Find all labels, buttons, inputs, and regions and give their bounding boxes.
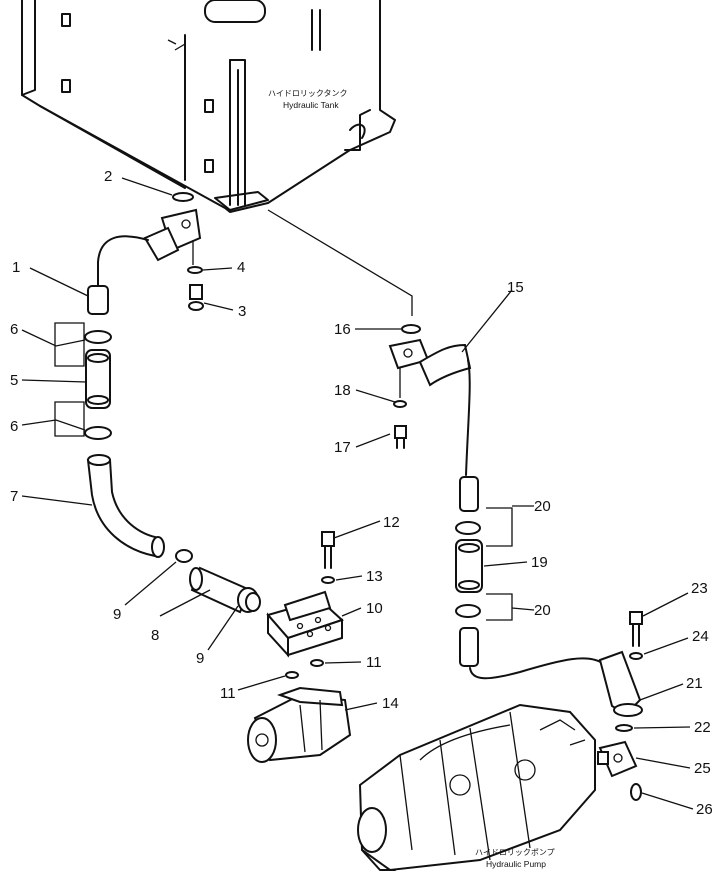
callout-6-top: 6 xyxy=(10,321,18,338)
callout-1: 1 xyxy=(12,259,20,276)
callout-5: 5 xyxy=(10,372,18,389)
callout-4: 4 xyxy=(237,259,245,276)
tank-caption-en: Hydraulic Tank xyxy=(283,100,339,110)
callout-10: 10 xyxy=(366,600,383,617)
callout-20-bottom: 20 xyxy=(534,602,551,619)
pump-caption-jp: ハイドロリックポンプ xyxy=(475,848,555,857)
callout-3: 3 xyxy=(238,303,246,320)
callout-13: 13 xyxy=(366,568,383,585)
leader-lines xyxy=(21,177,694,810)
hydraulic-pump xyxy=(357,703,596,872)
callout-17: 17 xyxy=(334,439,351,456)
callout-12: 12 xyxy=(383,514,400,531)
tank-caption-jp: ハイドロリックタンク xyxy=(268,89,348,98)
callout-9-left: 9 xyxy=(113,606,121,623)
callout-14: 14 xyxy=(382,695,399,712)
callout-15: 15 xyxy=(507,279,524,296)
callout-24: 24 xyxy=(692,628,709,645)
hydraulic-tank xyxy=(21,0,396,213)
suction-line-right xyxy=(267,209,643,801)
suction-line-left xyxy=(84,192,352,763)
callout-19: 19 xyxy=(531,554,548,571)
callout-22: 22 xyxy=(694,719,711,736)
callout-18: 18 xyxy=(334,382,351,399)
callout-25: 25 xyxy=(694,760,711,777)
callout-21: 21 xyxy=(686,675,703,692)
callout-7: 7 xyxy=(10,488,18,505)
callout-8: 8 xyxy=(151,627,159,644)
callout-16: 16 xyxy=(334,321,351,338)
callout-numbers: 2 1 4 3 6 5 6 7 9 8 9 12 13 10 11 11 14 … xyxy=(10,168,713,818)
callout-9-right: 9 xyxy=(196,650,204,667)
callout-11-left: 11 xyxy=(220,685,236,702)
callout-11-right: 11 xyxy=(366,654,382,671)
callout-26: 26 xyxy=(696,801,713,818)
callout-23: 23 xyxy=(691,580,708,597)
pump-caption-en: Hydraulic Pump xyxy=(486,859,546,869)
callout-20-top: 20 xyxy=(534,498,551,515)
callout-2: 2 xyxy=(104,168,112,185)
callout-6-bottom: 6 xyxy=(10,418,18,435)
